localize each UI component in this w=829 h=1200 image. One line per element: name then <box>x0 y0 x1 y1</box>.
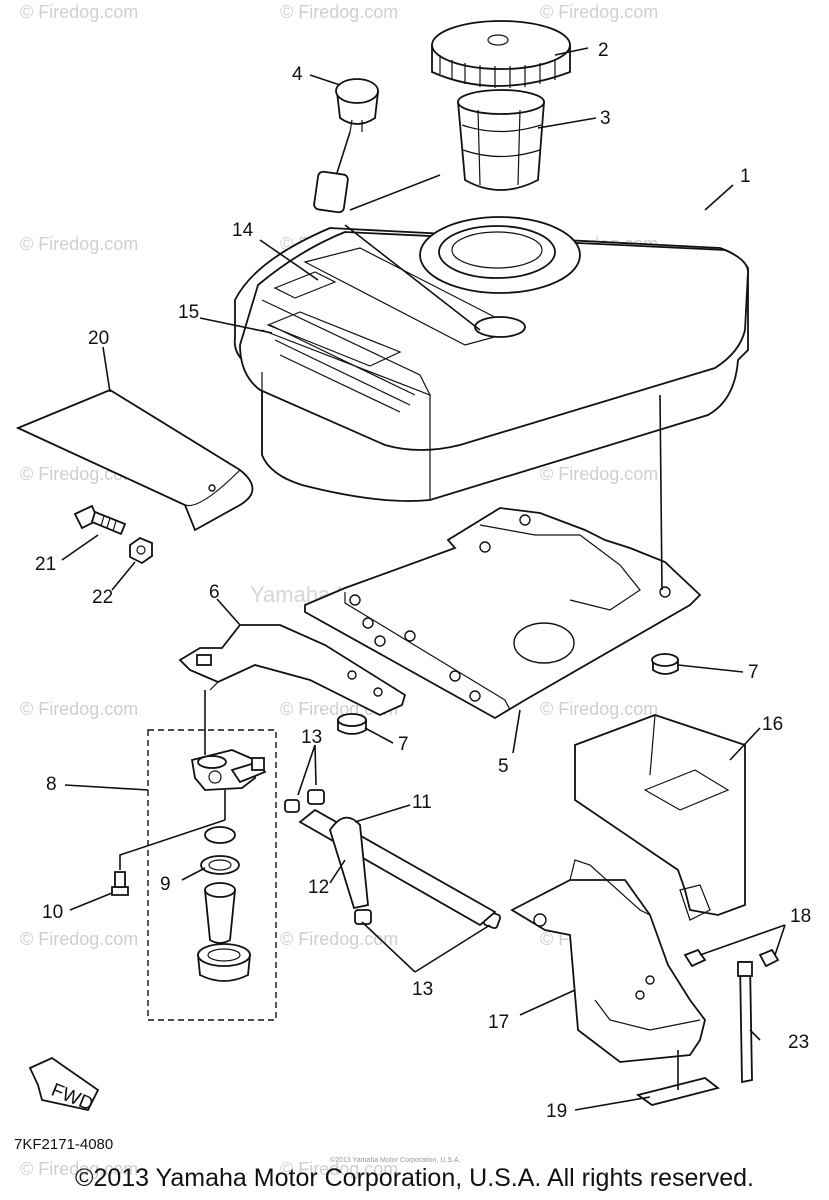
callout-20: 20 <box>88 328 109 349</box>
callout-14: 14 <box>232 220 254 241</box>
callout-12: 12 <box>308 877 329 898</box>
watermark-firedog: © Firedog.com <box>20 699 138 719</box>
watermark-firedog: © Firedog.com <box>540 2 658 22</box>
callout-16: 16 <box>762 714 783 735</box>
callout-19: 19 <box>546 1101 567 1122</box>
callout-15: 15 <box>178 302 199 323</box>
part-screw-10 <box>111 871 129 896</box>
part-bracket-17 <box>510 859 706 1063</box>
callout-3: 3 <box>600 108 611 129</box>
callout-4: 4 <box>292 64 303 85</box>
callout-11: 11 <box>412 792 432 813</box>
part-fuel-cock-assembly <box>147 729 277 1021</box>
part-nut-22 <box>129 536 153 565</box>
callout-5: 5 <box>498 756 509 777</box>
callout-6: 6 <box>209 582 220 603</box>
watermark-firedog: © Firedog.com <box>20 1159 138 1179</box>
callouts: 1 2 3 4 5 6 7 7 8 9 10 11 12 13 13 14 15… <box>35 40 811 1122</box>
callout-1: 1 <box>740 166 751 187</box>
part-strainer <box>457 89 545 191</box>
watermark-firedog: © Firedog.com <box>280 1159 398 1179</box>
callout-18: 18 <box>790 906 811 927</box>
callout-13a: 13 <box>301 727 322 748</box>
watermark-firedog: © Firedog.com <box>20 929 138 949</box>
part-protector-sheet <box>15 388 254 532</box>
callout-21: 21 <box>35 554 56 575</box>
part-stay-band <box>178 624 407 716</box>
part-fuel-gauge <box>313 78 380 214</box>
part-damper-7a <box>651 653 679 675</box>
part-fuel-hoses <box>298 808 497 927</box>
part-strap-23 <box>737 961 753 1084</box>
callout-7a: 7 <box>748 662 759 683</box>
callout-17: 17 <box>488 1012 509 1033</box>
part-pad-19 <box>635 1077 721 1106</box>
watermark-firedog: © Firedog.com <box>20 234 138 254</box>
part-bolt-21 <box>73 504 127 536</box>
part-fuel-tank <box>233 216 749 502</box>
callout-9: 9 <box>160 874 171 895</box>
fwd-arrow: FWD <box>28 1056 100 1115</box>
callout-8: 8 <box>46 774 57 795</box>
watermark-firedog: © Firedog.com <box>540 464 658 484</box>
watermark-firedog: © Firedog.com <box>540 699 658 719</box>
callout-10: 10 <box>42 902 63 923</box>
callout-2: 2 <box>598 40 609 61</box>
watermark-small: ©2013 Yamaha Motor Corporation, U.S.A. <box>330 1156 461 1164</box>
part-cover-16 <box>574 714 746 921</box>
diagram-code: 7KF2171-4080 <box>14 1136 114 1153</box>
copyright-notice: ©2013 Yamaha Motor Corporation, U.S.A. A… <box>75 1164 754 1192</box>
part-bolts-18 <box>683 948 780 968</box>
callout-7b: 7 <box>398 734 409 755</box>
callout-23: 23 <box>788 1032 809 1053</box>
watermark-firedog: © Firedog.com <box>20 2 138 22</box>
part-fuel-cap <box>431 20 571 88</box>
watermark-firedog: © Firedog.com <box>280 2 398 22</box>
watermark-firedog: © Firedog.com <box>280 929 398 949</box>
part-damper-7b <box>337 713 367 735</box>
callout-22: 22 <box>92 587 113 608</box>
part-tank-bracket <box>304 507 702 720</box>
part-label-decals <box>266 271 402 367</box>
leader-lines <box>61 47 786 1111</box>
callout-13b: 13 <box>412 979 433 1000</box>
